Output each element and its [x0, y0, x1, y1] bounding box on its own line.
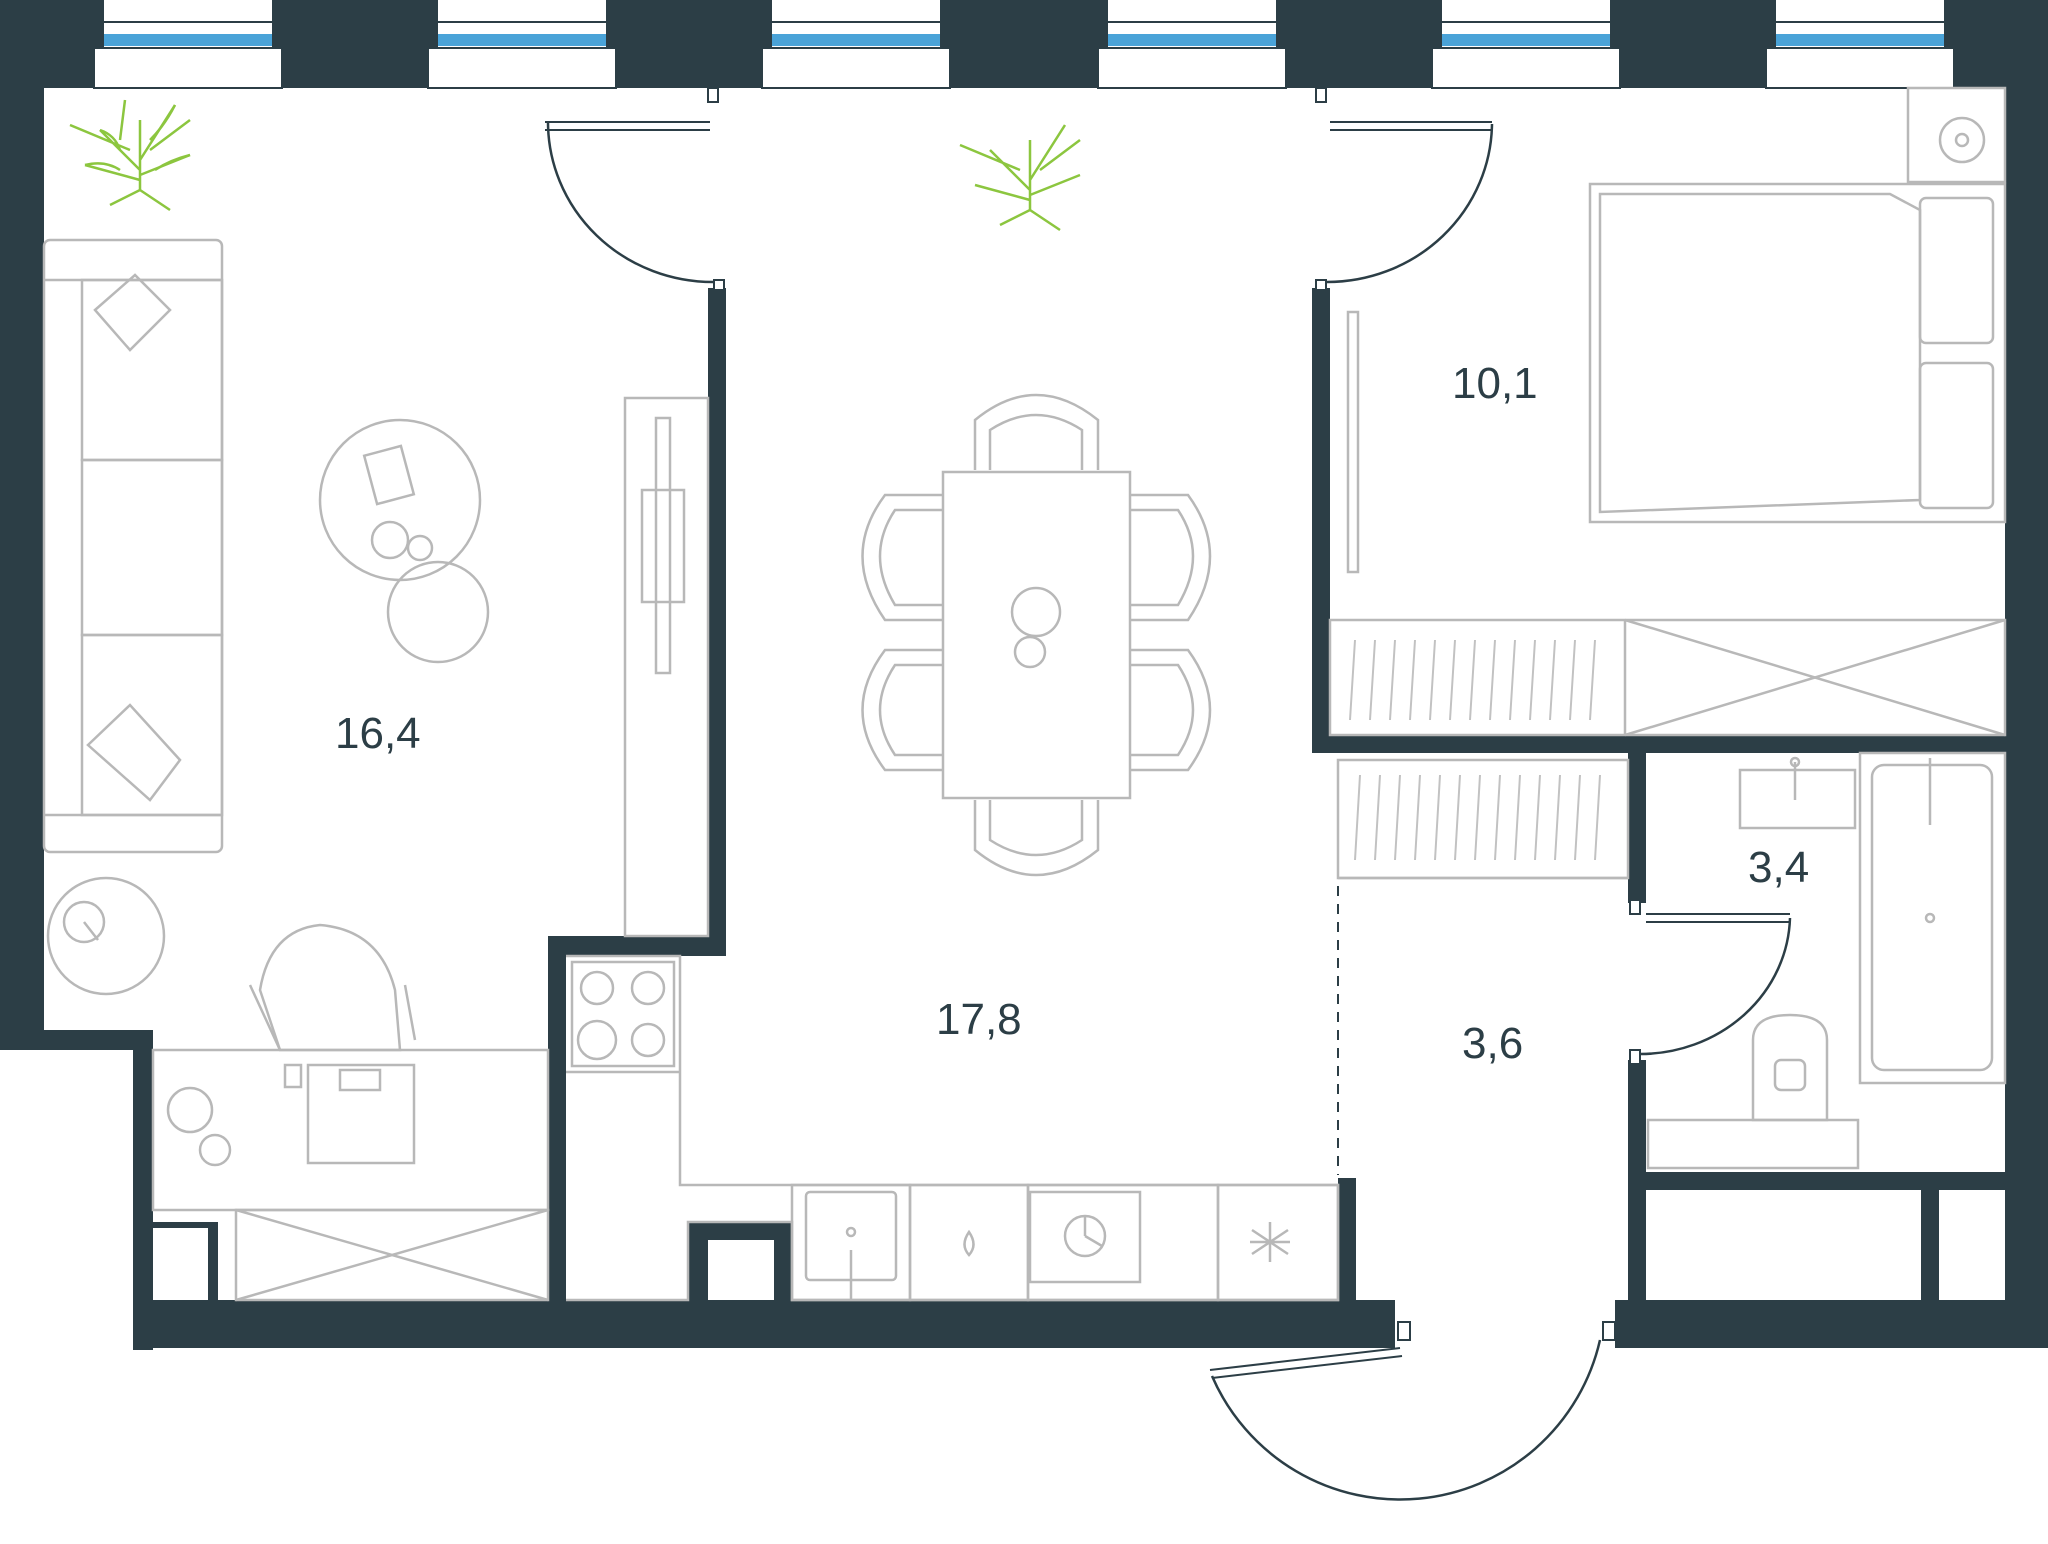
chair-icon	[973, 800, 1100, 877]
doors	[545, 87, 1792, 1501]
window-icon	[1097, 0, 1287, 89]
room-area-kitchen: 17,8	[936, 995, 1022, 1044]
room-area-hallway: 3,6	[1462, 1019, 1523, 1068]
stove-icon	[570, 960, 676, 1068]
window-icon	[427, 0, 617, 89]
bed-icon	[1588, 182, 2007, 524]
room-floors	[44, 88, 2005, 1300]
lamp-icon	[1906, 86, 2007, 184]
bath-shelf	[1646, 1118, 1860, 1170]
coffee-table-icon	[318, 418, 490, 664]
chair-icon	[861, 648, 943, 772]
armchair-icon	[46, 876, 166, 996]
armchair-icon	[248, 923, 417, 1052]
sofa-icon	[42, 238, 224, 854]
room-area-bathroom: 3,4	[1748, 843, 1809, 892]
plant-icon	[959, 124, 1081, 232]
wardrobe-icon	[1328, 618, 2007, 737]
dining-table-icon	[941, 470, 1132, 800]
chair-icon	[861, 493, 943, 622]
bathtub-icon	[1858, 751, 2007, 1085]
room-area-bedroom: 10,1	[1452, 359, 1538, 408]
door-icon	[545, 87, 726, 291]
chair-icon	[1130, 648, 1212, 772]
tv-icon	[1346, 310, 1360, 574]
windows	[93, 0, 1955, 89]
door-icon	[1209, 1300, 1616, 1501]
hanger-rack	[1349, 639, 1596, 721]
chair-icon	[973, 393, 1100, 470]
door-icon	[1628, 899, 1792, 1065]
washbasin-icon	[1738, 756, 1857, 830]
plant-icon	[69, 99, 191, 212]
fridge-icon	[1216, 1183, 1340, 1302]
window-icon	[1431, 0, 1621, 89]
toilet-icon	[1751, 1013, 1829, 1122]
window-icon	[1765, 0, 1955, 89]
door-icon	[1312, 87, 1494, 291]
chair-icon	[1130, 493, 1212, 622]
window-icon	[761, 0, 951, 89]
wardrobe-icon	[623, 396, 710, 938]
room-area-living: 16,4	[335, 709, 421, 758]
hanger-rack	[1354, 774, 1601, 861]
window-icon	[93, 0, 283, 89]
wardrobe-icon	[1336, 758, 1630, 880]
wardrobe-icon	[234, 1208, 550, 1302]
